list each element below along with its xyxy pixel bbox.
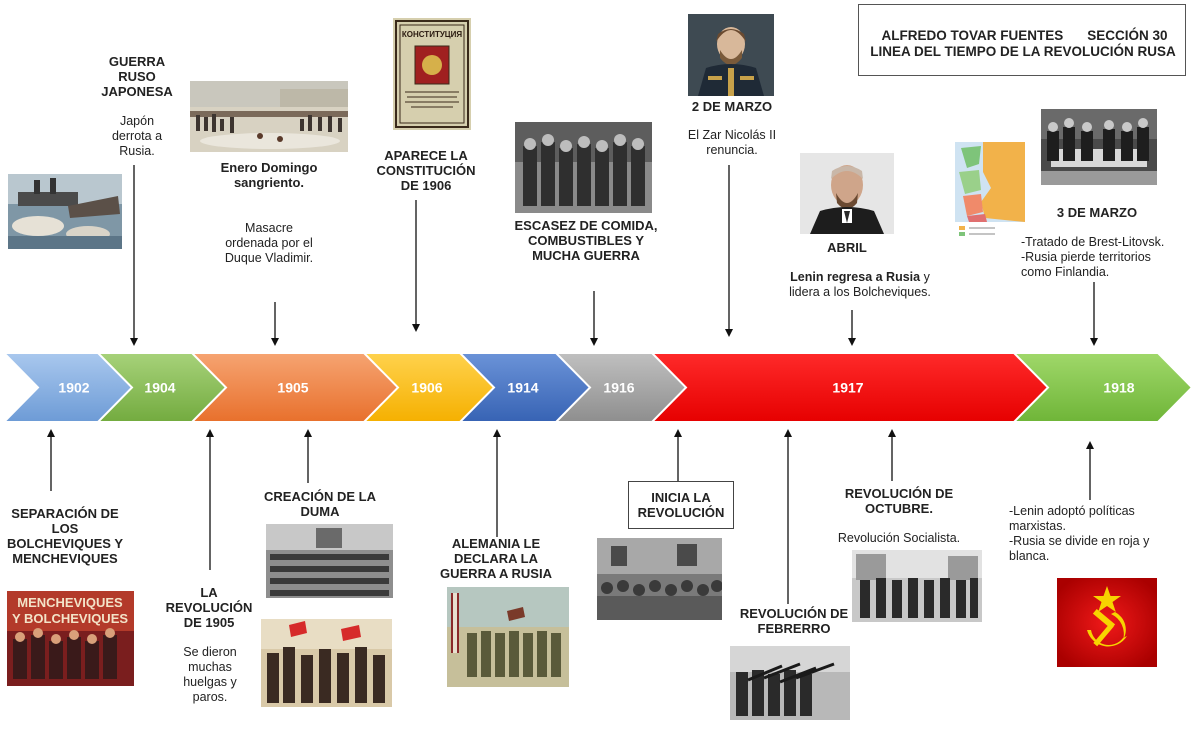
year-label-1916: 1916 [603,380,634,396]
treaty-signing-image [1041,109,1157,185]
tsar-nicholas-image [688,14,774,96]
event-1918-line2: -Rusia pierde territorios como Finlandia… [1021,250,1151,279]
soviet-flag-image [1057,578,1157,667]
event-febrero-title: REVOLUCIÓN DE FEBRERRO [739,606,849,636]
event-1914-title: ALEMANIA LE DECLARA LA GUERRA A RUSIA [440,536,552,581]
revolution-1905-painting [261,619,392,707]
event-1918b-line2: -Rusia se divide en roja y blanca. [1009,534,1150,563]
event-octubre-body: Revolución Socialista. [837,531,961,545]
soldiers-marching-image [447,587,569,687]
timeline-bar: 1902 1904 1905 1906 1914 1916 1917 1918 [1,352,1194,423]
event-1905-body: Masacre ordenada por el Duque Vladimir. [224,221,314,265]
event-1904-body: Japón derrota a Rusia. [111,114,163,158]
event-1906-title: APARECE LA CONSTITUCIÓN DE 1906 [376,148,476,193]
year-arrow-1902 [1,352,134,423]
year-label-1905: 1905 [277,380,308,396]
event-abril-title: ABRIL [827,240,867,255]
event-1904b-body: Se dieron muchas huelgas y paros. [183,645,237,704]
revolution-crowd-image [597,538,722,620]
naval-battle-image [8,174,122,249]
constitution-book-image: КОНСТИТУЦИЯ [393,18,471,130]
event-marzo-body: El Zar Nicolás II renuncia. [687,128,777,157]
event-1918-title: 3 DE MARZO [1056,205,1138,220]
poster-caption-menche: MENCHEVIQUES [17,595,123,610]
europe-map-image [955,142,1025,240]
event-duma-title: CREACIÓN DE LA DUMA [264,489,376,519]
constitution-cover-text: КОНСТИТУЦИЯ [402,30,463,39]
october-march-image [852,550,982,622]
event-1918b-line1: -Lenin adoptó políticas marxistas. [1009,504,1135,533]
year-label-1914: 1914 [507,380,538,396]
mencheviques-poster-image: MENCHEVIQUES Y BOLCHEVIQUES [7,591,134,686]
event-1918b-body: -Lenin adoptó políticas marxistas. -Rusi… [1009,504,1177,564]
event-abril-body: Lenin regresa a Rusia y lidera a los Bol… [776,270,944,300]
section-label: SECCIÓN 30 [1087,28,1168,43]
year-label-1917: 1917 [832,380,863,396]
february-firing-image [730,646,850,720]
event-abril-body-rest: y lidera a los Bolcheviques. [789,270,931,299]
star-icon [1093,586,1121,612]
header-box: ALFREDO TOVAR FUENTES SECCIÓN 30 LINEA DE… [858,4,1186,76]
year-label-1918: 1918 [1103,380,1134,396]
year-label-1902: 1902 [58,380,89,396]
event-1918-body: -Tratado de Brest-Litovsk. -Rusia pierde… [1021,235,1181,280]
event-1905-title: Enero Domingo sangriento. [220,160,318,190]
timeline-title: LINEA DEL TIEMPO DE LA REVOLUCIÓN RUSA [870,44,1176,59]
bloody-sunday-image [190,81,348,152]
event-octubre-title: REVOLUCIÓN DE OCTUBRE. [844,486,954,516]
event-inicia-title: INICIA LA REVOLUCIÓN [628,481,734,529]
event-marzo-title: 2 DE MARZO [691,99,773,114]
year-label-1904: 1904 [144,380,175,396]
event-1904-title: GUERRA RUSO JAPONESA [101,54,173,99]
duma-hall-image [266,524,393,598]
year-label-1906: 1906 [411,380,442,396]
event-1916-title: ESCASEZ DE COMIDA, COMBUSTIBLES Y MUCHA … [514,218,658,263]
lenin-image [800,153,894,234]
famine-children-image [515,122,652,213]
author-name: ALFREDO TOVAR FUENTES [881,28,1064,43]
event-abril-body-bold: Lenin regresa a Rusia [790,270,921,284]
event-1902-title: SEPARACIÓN DE LOS BOLCHEVIQUES Y MENCHEV… [6,506,124,566]
poster-caption-bolche: Y BOLCHEVIQUES [12,611,128,626]
event-1918-line1: -Tratado de Brest-Litovsk. [1021,235,1165,249]
header-row: ALFREDO TOVAR FUENTES SECCIÓN 30 [867,13,1179,58]
event-1904b-title: LA REVOLUCIÓN DE 1905 [165,585,253,630]
